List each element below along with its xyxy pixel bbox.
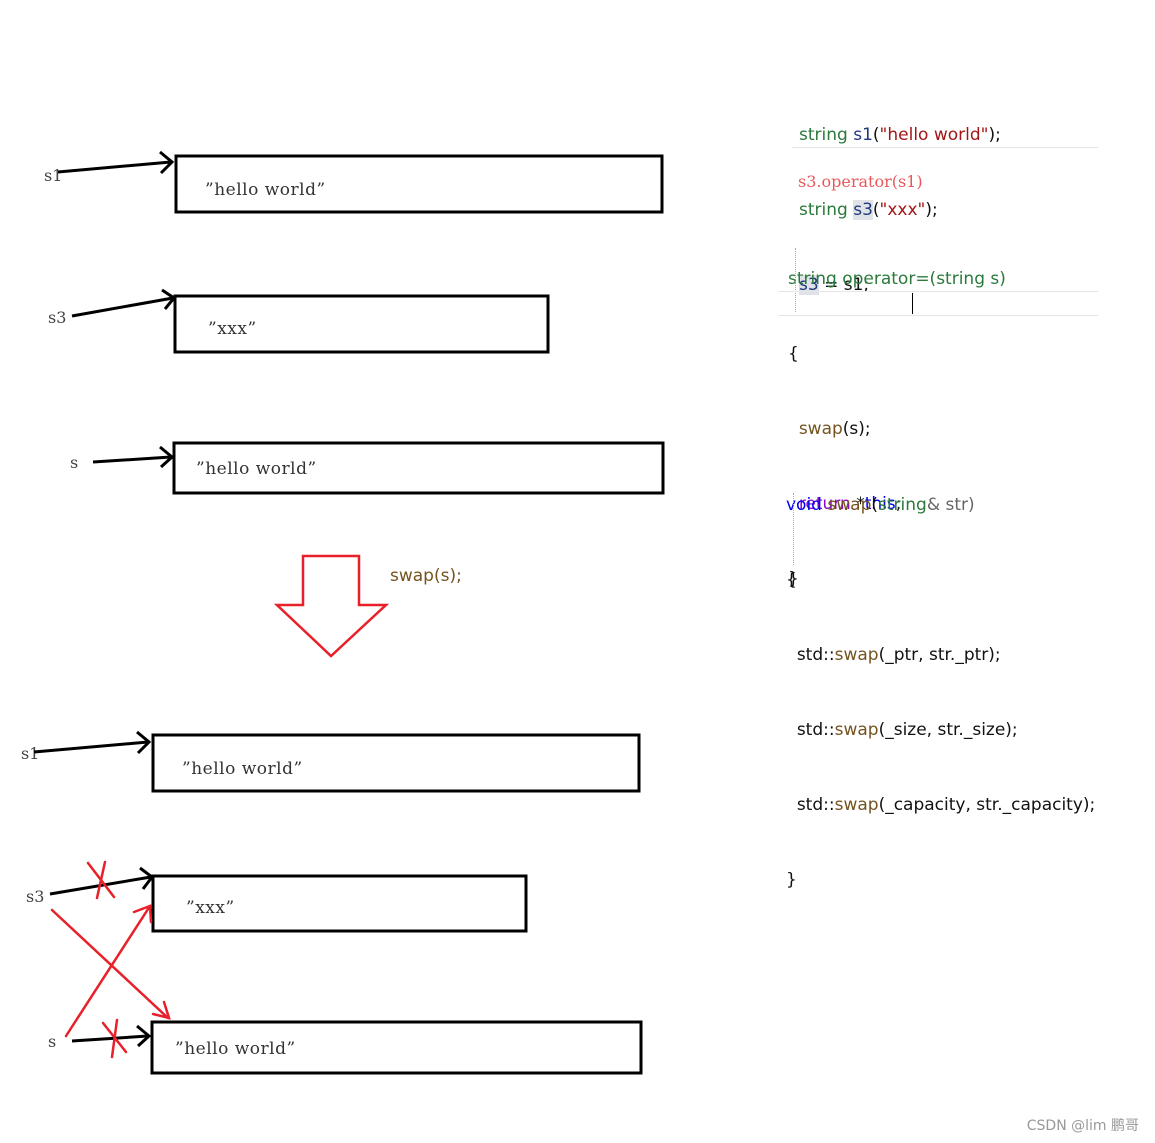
code-block-operator: string operator=(string s) { swap(s); re… xyxy=(788,217,1006,642)
string-box-s-top xyxy=(172,441,665,495)
line-highlight-bottom xyxy=(778,315,1098,316)
cross-mark-s3 xyxy=(86,860,116,900)
arrow-s-bottom-old xyxy=(71,1024,152,1048)
operator-note: s3.operator(s1) xyxy=(798,172,923,191)
string-box-s1-top xyxy=(174,154,664,214)
code-line: string operator=(string s) xyxy=(788,269,1006,289)
code-line: swap(s); xyxy=(798,419,871,439)
box-text-s-bottom: ”hello world” xyxy=(175,1039,296,1059)
code-line: s3 = s1; xyxy=(799,275,870,295)
swap-call-label: swap(s); xyxy=(390,566,462,586)
box-text-s3-bottom: ”xxx” xyxy=(186,898,235,918)
arrow-s1-bottom xyxy=(33,730,152,755)
ptr-label-s-bottom: s xyxy=(48,1032,56,1051)
code-line: return *this; xyxy=(798,494,902,514)
code-block-declarations: string s1("hello world"); string s3("xxx… xyxy=(799,73,1001,348)
box-text-s3-top: ”xxx” xyxy=(208,319,257,339)
code-line: std::swap(_size, str._size); xyxy=(796,720,1018,740)
indent-guide xyxy=(795,248,797,312)
ptr-label-s1-bottom: s1 xyxy=(21,744,39,763)
code-line: void swap(string& str) xyxy=(786,495,975,515)
string-box-s1-bottom xyxy=(151,733,641,793)
ptr-label-s1-top: s1 xyxy=(44,166,62,185)
code-line: string s3("xxx"); xyxy=(799,200,938,220)
code-line: std::swap(_ptr, str._ptr); xyxy=(796,645,1001,665)
code-line: { xyxy=(786,570,797,590)
line-highlight-top xyxy=(778,291,1098,292)
text-cursor xyxy=(912,293,913,314)
code-line: std::swap(_capacity, str._capacity); xyxy=(796,795,1096,815)
code-line: } xyxy=(786,870,797,890)
arrow-s-top xyxy=(92,445,175,469)
ptr-label-s3-bottom: s3 xyxy=(26,887,44,906)
code-line: } xyxy=(788,569,799,589)
big-down-arrow xyxy=(273,554,390,658)
arrow-s3-top xyxy=(71,288,177,318)
red-arrow-s-to-xxx xyxy=(64,904,153,1038)
swap-call-text: swap(s); xyxy=(390,566,462,586)
box-text-s-top: ”hello world” xyxy=(196,459,317,479)
watermark: CSDN @lim 鹏哥 xyxy=(1026,1118,1139,1134)
red-arrow-s3-to-hello xyxy=(50,908,171,1020)
code-block-swap: void swap(string& str) { std::swap(_ptr,… xyxy=(786,443,1095,943)
box-text-s1-bottom: ”hello world” xyxy=(182,759,303,779)
string-box-s3-top xyxy=(173,294,550,354)
string-box-s-bottom xyxy=(150,1020,643,1075)
indent-guide xyxy=(793,493,795,565)
code-divider xyxy=(792,147,1098,148)
code-line: string s1("hello world"); xyxy=(799,125,1001,145)
cross-mark-s xyxy=(101,1018,128,1059)
string-box-s3-bottom xyxy=(151,874,528,933)
ptr-label-s3-top: s3 xyxy=(48,308,66,327)
box-text-s1-top: ”hello world” xyxy=(205,180,326,200)
ptr-label-s-top: s xyxy=(70,453,78,472)
arrow-s1-top xyxy=(57,150,175,175)
code-line: { xyxy=(788,344,799,364)
